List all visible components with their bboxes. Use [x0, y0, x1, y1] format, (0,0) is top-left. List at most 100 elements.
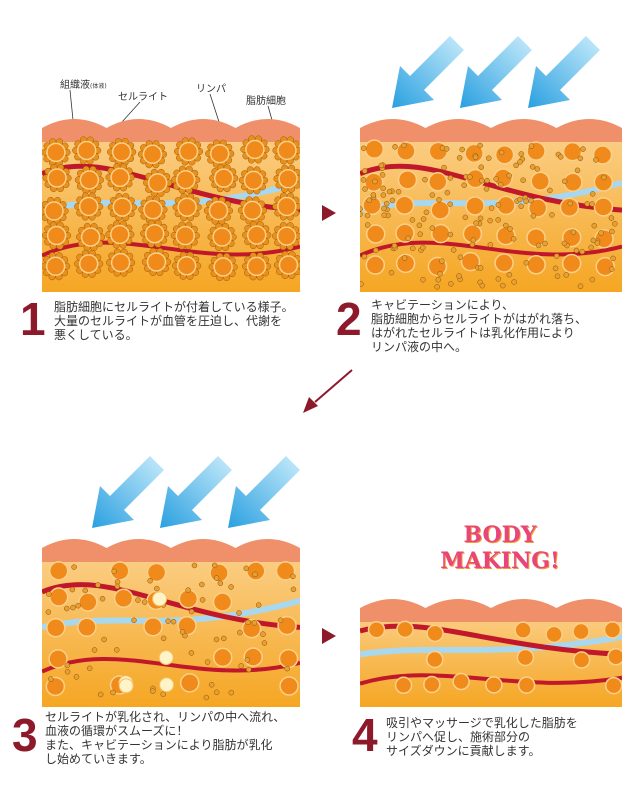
cellulite-particle	[290, 586, 297, 593]
cellulite-particle	[423, 209, 430, 216]
cellulite-particle	[251, 620, 258, 626]
cellulite-particle	[447, 231, 454, 238]
fat-cell	[242, 200, 263, 221]
cellulite-particle	[610, 255, 616, 262]
emulsified-fat	[118, 678, 134, 694]
label-fat-cell: 脂肪細胞	[246, 96, 286, 107]
fat-cell	[78, 592, 98, 612]
fat-cell	[212, 592, 233, 612]
fat-cell	[176, 256, 197, 276]
blue-arrow	[228, 456, 300, 528]
cellulite-particle	[401, 255, 408, 261]
cellulite-particle	[517, 196, 523, 203]
cellulite-particle	[589, 276, 596, 283]
cellulite-particle	[591, 222, 598, 229]
cellulite-particle	[529, 164, 536, 170]
cellulite-particle	[261, 640, 268, 646]
cellulite-particle	[362, 168, 368, 174]
cellulite-particle	[609, 228, 615, 235]
fat-cell	[144, 223, 165, 244]
cellulite-particle	[601, 174, 607, 181]
label-lymph: リンパ	[196, 84, 226, 95]
fat-cell	[179, 673, 200, 693]
cellulite-particle	[593, 157, 599, 163]
cellulite-particle	[160, 635, 167, 642]
cellulite-particle	[506, 271, 513, 278]
cellulite-particle	[114, 647, 120, 653]
blood-vessel	[42, 657, 300, 674]
cellulite-particle	[444, 189, 451, 196]
fat-cell	[514, 621, 532, 639]
cellulite-particle	[160, 691, 166, 697]
cellulite-particle	[360, 145, 367, 152]
cellulite-particle	[549, 212, 555, 218]
fat-cell	[110, 252, 131, 273]
cellulite-particle	[518, 151, 525, 157]
cellulite-particle	[447, 175, 454, 181]
fat-cell	[394, 676, 413, 695]
cellulite-particle	[135, 597, 141, 603]
cellulite-particle	[46, 591, 52, 597]
fat-cell	[559, 197, 580, 217]
arrow-step-2-to-3-head	[303, 397, 318, 413]
cellulite-particle	[422, 176, 428, 183]
cellulite-particle	[370, 192, 377, 198]
cellulite-particle	[420, 244, 426, 251]
cellulite-particle	[612, 221, 618, 227]
cellulite-particle	[435, 276, 442, 283]
cellulite-particle	[456, 273, 462, 279]
cellulite-particle	[448, 281, 454, 287]
cellulite-particle	[485, 155, 492, 161]
cellulite-particle	[372, 178, 378, 185]
cellulite-particle	[203, 694, 210, 701]
cellulite-particle	[580, 146, 586, 152]
cellulite-particle	[590, 237, 597, 244]
cellulite-particle	[570, 229, 577, 235]
fat-cell	[275, 561, 296, 581]
cellulite-particle	[477, 265, 484, 271]
skin-layer	[42, 119, 300, 142]
cellulite-particle	[208, 681, 215, 688]
fat-cell	[367, 620, 386, 639]
cellulite-particle	[443, 146, 450, 152]
cellulite-particle	[479, 282, 486, 289]
fat-cell	[527, 198, 548, 218]
cellulite-particle	[221, 635, 227, 642]
fat-cell	[494, 253, 514, 273]
cellulite-particle	[477, 142, 483, 149]
cellulite-particle	[389, 197, 396, 204]
cellulite-particle	[237, 629, 243, 636]
fat-cell	[605, 676, 622, 695]
fat-cell	[276, 226, 297, 246]
cellulite-particle	[577, 283, 584, 290]
cellulite-particle	[528, 143, 535, 149]
fat-cell	[516, 648, 535, 667]
fat-cell	[572, 651, 591, 669]
cellulite-particle	[553, 253, 560, 259]
cellulite-particle	[542, 240, 548, 247]
label-interstitial: 組織液(体液)	[60, 80, 107, 91]
cellulite-particle	[535, 242, 542, 249]
fat-cell	[561, 227, 582, 248]
cellulite-particle	[110, 689, 116, 696]
fat-cell	[607, 648, 622, 666]
cellulite-particle	[380, 185, 386, 192]
panel-step-4	[360, 599, 622, 707]
cellulite-particle	[510, 236, 517, 242]
cellulite-particle	[511, 279, 517, 285]
cellulite-particle	[588, 244, 594, 251]
cellulite-particle	[487, 242, 494, 248]
cellulite-particle	[517, 159, 523, 165]
cellulite-particle	[608, 266, 615, 272]
cellulite-particle	[383, 200, 390, 207]
fat-cell	[213, 168, 234, 188]
cellulite-particle	[495, 276, 502, 282]
fat-cell	[48, 561, 69, 581]
cellulite-particle	[188, 650, 195, 656]
fat-cell	[593, 197, 614, 217]
fat-cell	[142, 144, 163, 165]
cellulite-particle	[574, 167, 581, 174]
step-1-caption: 脂肪細胞にセルライトが付着している様子。 大量のセルライトが血管を圧迫し、代謝を…	[54, 300, 294, 342]
